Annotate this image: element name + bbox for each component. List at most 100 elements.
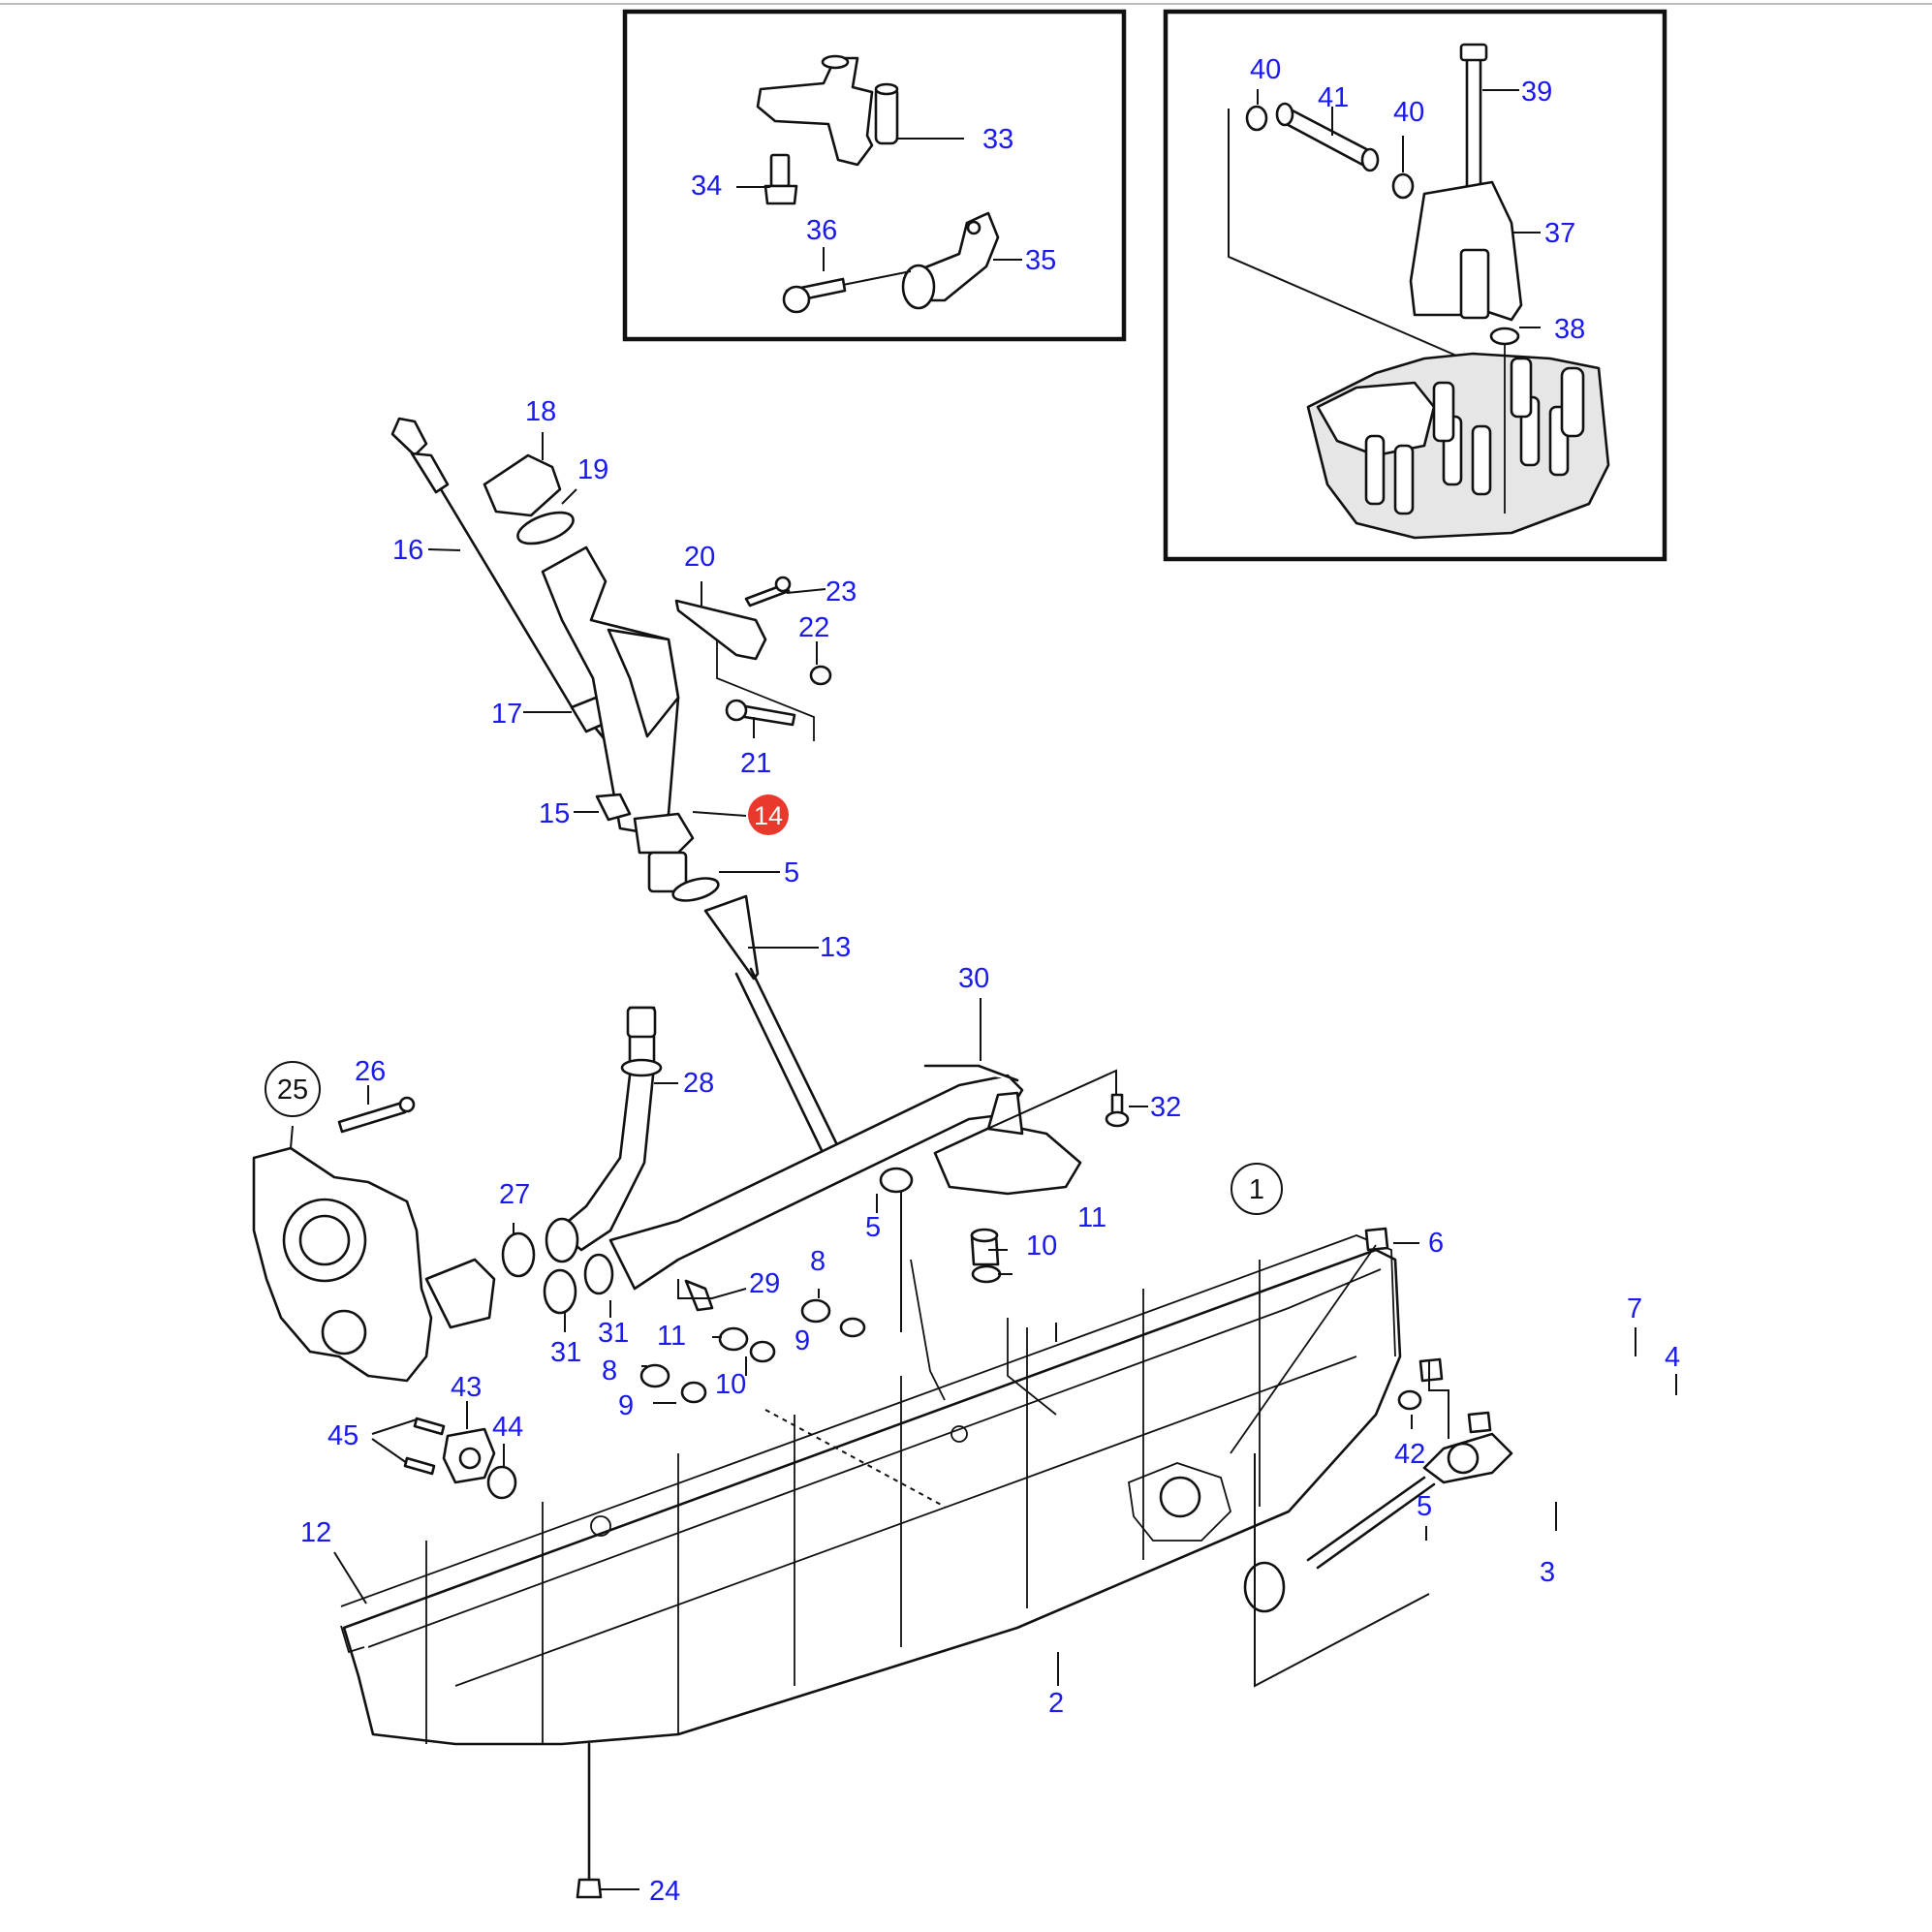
pickup-strainer [933, 1122, 1082, 1196]
callout-25: 25 [277, 1075, 308, 1106]
callout-23: 23 [826, 576, 857, 608]
washer-38 [1489, 327, 1520, 346]
callout-39: 39 [1521, 77, 1552, 108]
callout-5-upper: 5 [784, 857, 799, 888]
bracket-20 [674, 599, 767, 661]
dipstick-filler-assembly [390, 417, 848, 1172]
callout-9-mid: 9 [618, 1390, 634, 1421]
callout-31-right: 31 [598, 1318, 629, 1349]
callout-27: 27 [499, 1179, 530, 1210]
callout-29: 29 [749, 1268, 780, 1299]
callout-1: 1 [1249, 1174, 1264, 1205]
bolt-45b [403, 1456, 436, 1476]
callout-31-left: 31 [550, 1337, 581, 1368]
callout-38: 38 [1554, 314, 1585, 345]
callout-10-top: 10 [1026, 1231, 1057, 1262]
washer-10a [971, 1264, 1002, 1284]
callout-15: 15 [539, 798, 570, 829]
inset-frame-left [622, 9, 1127, 342]
callout-labels: 33 34 35 36 40 41 40 39 37 38 18 19 16 2… [265, 54, 1680, 1907]
cap-18 [483, 453, 562, 517]
callout-28: 28 [683, 1068, 714, 1099]
callout-11-mid: 11 [657, 1321, 686, 1352]
callout-19: 19 [577, 454, 608, 485]
callout-17: 17 [491, 699, 522, 730]
shaft-41 [1279, 107, 1376, 169]
callout-8-mid: 8 [602, 1356, 617, 1387]
callout-5-middle: 5 [865, 1212, 881, 1243]
dipstick-16 [390, 417, 428, 457]
bolt-34 [769, 153, 791, 188]
callout-9-top: 9 [795, 1325, 810, 1356]
plug-8b [639, 1363, 670, 1388]
bolt-24 [576, 1878, 603, 1899]
cylinder-head-sketch [1306, 344, 1610, 540]
callout-41: 41 [1318, 82, 1349, 113]
nut-22 [809, 665, 832, 686]
bolt-15 [595, 793, 632, 822]
oring-5b [879, 1167, 914, 1194]
callout-6: 6 [1428, 1228, 1444, 1259]
callout-7: 7 [1627, 1293, 1642, 1324]
callout-22: 22 [798, 612, 829, 643]
callout-40-top: 40 [1250, 54, 1281, 85]
callout-2: 2 [1048, 1688, 1064, 1719]
callout-32: 32 [1150, 1092, 1181, 1123]
callout-3: 3 [1540, 1557, 1555, 1588]
callout-21: 21 [740, 748, 771, 779]
washer-9a [839, 1317, 866, 1338]
callout-8-top: 8 [810, 1246, 826, 1277]
callout-5-lower: 5 [1417, 1491, 1432, 1522]
callout-14: 14 [754, 801, 783, 830]
bolt-42 [1397, 1389, 1422, 1411]
callout-34: 34 [691, 171, 722, 202]
callout-26: 26 [355, 1056, 386, 1087]
oil-pan-2 [342, 1248, 1402, 1746]
washer-10b [749, 1340, 776, 1363]
oil-pump-assembly [252, 998, 1148, 1383]
callout-36: 36 [806, 215, 837, 246]
oil-pan-assembly [333, 1227, 1677, 1899]
callout-18: 18 [525, 396, 556, 427]
callout-11-top: 11 [1077, 1202, 1106, 1233]
callout-45: 45 [327, 1420, 358, 1451]
callout-12: 12 [300, 1517, 331, 1548]
washer-40 [1245, 105, 1268, 132]
strainer-13 [703, 894, 760, 981]
bracket-33 [756, 56, 874, 167]
callout-4: 4 [1665, 1342, 1680, 1373]
oring-44 [486, 1465, 517, 1500]
callout-40-mid: 40 [1393, 97, 1424, 128]
callout-13: 13 [820, 932, 851, 963]
bolt-26 [337, 1101, 407, 1134]
oring-5a [671, 877, 720, 902]
sleeve-31 [543, 1268, 577, 1315]
callout-30: 30 [958, 963, 989, 994]
ring-25 [265, 1061, 321, 1117]
callout-37: 37 [1544, 218, 1575, 249]
callout-16: 16 [392, 535, 423, 566]
bolt-4 [1467, 1411, 1492, 1434]
inset-bracket-parts [622, 9, 1127, 342]
gasket-12 [340, 1234, 1396, 1607]
callout-24: 24 [649, 1876, 680, 1907]
ring-1 [1231, 1163, 1283, 1215]
plug-8a [800, 1298, 831, 1324]
oring-5c [1243, 1561, 1286, 1613]
bolt-6 [1364, 1227, 1389, 1252]
callout-35: 35 [1025, 245, 1056, 276]
inset-rocker-parts [1163, 9, 1667, 562]
washer-9b [680, 1381, 707, 1404]
pipe-28 [555, 1006, 656, 1252]
highlight-badge-14 [748, 795, 789, 835]
bolt-45a [413, 1417, 446, 1436]
callout-10-mid: 10 [715, 1369, 746, 1400]
bolt-29 [684, 1279, 714, 1312]
callout-20: 20 [684, 542, 715, 573]
callout-44: 44 [492, 1412, 523, 1443]
callout-42: 42 [1394, 1439, 1425, 1470]
seal-19 [516, 511, 575, 545]
inset-frame-right [1163, 9, 1667, 562]
sleeve-27 [501, 1231, 536, 1278]
callout-43: 43 [451, 1372, 482, 1403]
